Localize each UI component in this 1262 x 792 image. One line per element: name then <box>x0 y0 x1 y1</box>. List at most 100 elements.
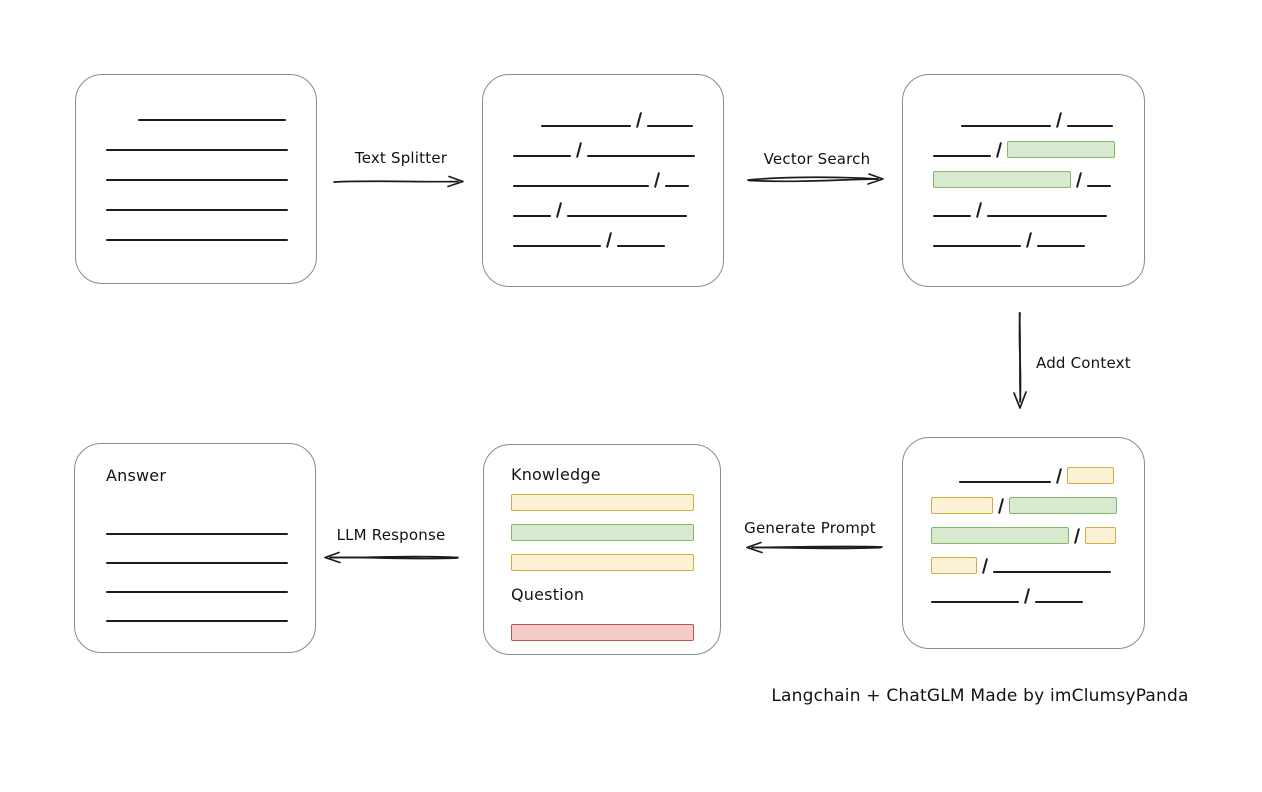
text-line <box>567 215 688 217</box>
content-row <box>513 201 723 219</box>
green-highlight-chunk <box>511 524 694 541</box>
answer-lines <box>75 485 315 623</box>
vector-search-label: Vector Search <box>763 150 871 168</box>
content-row <box>511 494 720 511</box>
content-row <box>933 201 1144 219</box>
document-lines <box>76 75 316 242</box>
slash-separator <box>1023 587 1031 605</box>
split-chunks-box <box>482 74 724 287</box>
content-row <box>513 171 723 189</box>
question-bar <box>484 614 720 641</box>
yellow-highlight-chunk <box>931 557 977 574</box>
text-splitter-label: Text Splitter <box>354 149 448 167</box>
green-highlight-chunk <box>931 527 1069 544</box>
context-chunk-lines <box>903 438 1144 605</box>
green-highlight-chunk <box>933 171 1071 188</box>
text-line <box>106 209 288 211</box>
text-line <box>931 601 1019 603</box>
slash-separator <box>555 201 563 219</box>
text-line <box>647 125 694 127</box>
slash-separator <box>605 231 613 249</box>
slash-separator <box>975 201 983 219</box>
slash-separator <box>575 141 583 159</box>
yellow-highlight-chunk <box>511 494 694 511</box>
add-context-label: Add Context <box>1036 354 1131 372</box>
text-line <box>1037 245 1086 247</box>
answer-box: Answer <box>74 443 316 653</box>
content-row <box>513 231 723 249</box>
content-row <box>106 195 316 212</box>
content-row <box>106 135 316 152</box>
content-row <box>106 577 315 594</box>
text-line <box>106 562 288 564</box>
text-line <box>1035 601 1084 603</box>
slash-separator <box>1055 111 1063 129</box>
chunk-lines <box>483 75 723 249</box>
text-line <box>587 155 696 157</box>
arrow-right-icon <box>747 173 884 185</box>
text-line <box>617 245 666 247</box>
content-row <box>933 141 1144 159</box>
text-line <box>513 155 571 157</box>
slash-separator <box>981 557 989 575</box>
yellow-highlight-chunk <box>1085 527 1117 544</box>
text-line <box>106 533 288 535</box>
text-line <box>513 215 551 217</box>
credit-caption: Langchain + ChatGLM Made by imClumsyPand… <box>771 686 1189 706</box>
text-line <box>933 155 991 157</box>
knowledge-label: Knowledge <box>511 465 601 484</box>
content-row <box>933 171 1144 189</box>
content-row <box>106 519 315 536</box>
text-line <box>1087 185 1112 187</box>
red-highlight-bar <box>511 624 694 641</box>
yellow-highlight-chunk <box>511 554 694 571</box>
indent-spacer <box>106 121 138 122</box>
source-document-box <box>75 74 317 284</box>
text-line <box>933 245 1021 247</box>
text-line <box>106 591 288 593</box>
text-line <box>665 185 690 187</box>
arrow-left-icon <box>746 541 883 554</box>
retrieved-chunks-box <box>902 74 1145 287</box>
content-row <box>106 548 315 565</box>
answer-label: Answer <box>106 466 167 485</box>
text-line <box>541 125 631 127</box>
slash-separator <box>635 111 643 129</box>
retrieved-chunk-lines <box>903 75 1144 249</box>
text-line <box>933 215 971 217</box>
slash-separator <box>1073 527 1081 545</box>
green-highlight-chunk <box>1007 141 1116 158</box>
slash-separator <box>653 171 661 189</box>
text-line <box>138 119 286 121</box>
added-context-box <box>902 437 1145 649</box>
arrow-left-icon <box>324 551 459 564</box>
content-row <box>933 111 1144 129</box>
generate-prompt-label: Generate Prompt <box>744 519 876 537</box>
content-row <box>106 225 316 242</box>
text-line <box>1067 125 1114 127</box>
text-line <box>106 239 288 241</box>
yellow-highlight-chunk <box>931 497 993 514</box>
indent-spacer <box>931 483 959 484</box>
content-row <box>931 587 1144 605</box>
text-line <box>513 245 601 247</box>
content-row <box>931 497 1144 515</box>
text-line <box>961 125 1051 127</box>
prompt-box: Knowledge Question <box>483 444 721 655</box>
content-row <box>106 105 316 122</box>
text-line <box>993 571 1112 573</box>
content-row <box>511 554 720 571</box>
slash-separator <box>997 497 1005 515</box>
text-line <box>106 620 288 622</box>
content-row <box>931 527 1144 545</box>
content-row <box>511 624 720 641</box>
slash-separator <box>1055 467 1063 485</box>
question-label: Question <box>511 585 585 604</box>
text-line <box>513 185 649 187</box>
text-line <box>106 179 288 181</box>
content-row <box>931 557 1144 575</box>
knowledge-bars <box>484 494 720 571</box>
text-line <box>106 149 288 151</box>
content-row <box>106 165 316 182</box>
